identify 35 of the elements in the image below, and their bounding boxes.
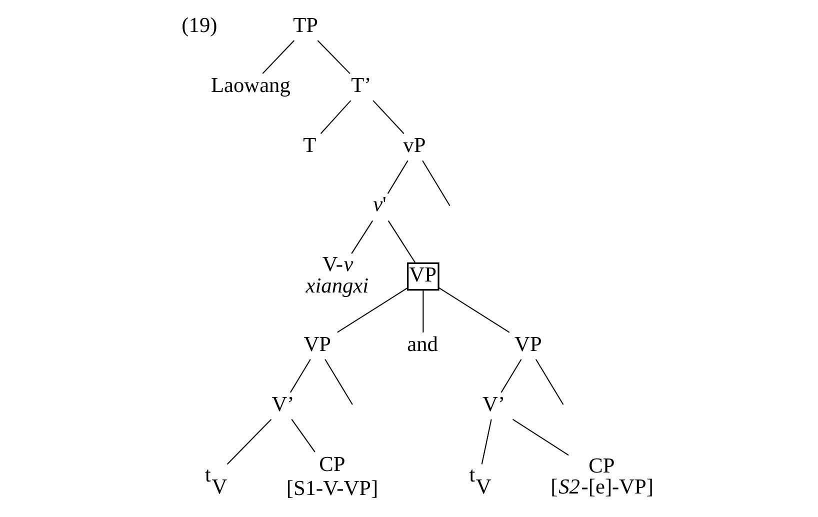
connector xyxy=(512,418,568,456)
node-text: CP [S2-[e]-VP] xyxy=(550,453,654,499)
connector xyxy=(438,287,510,333)
node-text: v' xyxy=(372,192,386,216)
node-text: V’ xyxy=(482,392,505,416)
node-text: T’ xyxy=(350,73,371,98)
node-text: Laowang xyxy=(210,73,290,98)
connector xyxy=(387,220,416,264)
node-text: and xyxy=(406,332,438,356)
connector xyxy=(372,100,404,134)
connector xyxy=(500,359,522,393)
connector xyxy=(534,359,564,405)
connector xyxy=(290,419,315,452)
connector xyxy=(316,40,350,74)
connector xyxy=(336,287,408,333)
connector xyxy=(422,160,450,206)
connector xyxy=(226,418,272,465)
node-text: V’ xyxy=(271,392,294,416)
node-text: VP xyxy=(514,332,542,356)
node-text: VP xyxy=(303,332,331,356)
connector xyxy=(386,160,408,194)
connector xyxy=(262,40,294,74)
connector xyxy=(324,359,352,405)
label: (19) xyxy=(181,13,217,38)
node-text: CP [S1-V-VP] xyxy=(286,452,378,500)
node-box: VP xyxy=(406,262,439,291)
connector xyxy=(480,419,492,464)
connector xyxy=(320,100,351,134)
connector xyxy=(289,359,310,393)
connector xyxy=(350,220,373,254)
node-text: T xyxy=(302,133,316,158)
node-text: TP xyxy=(292,13,318,38)
node-text: V-v xiangxi xyxy=(305,252,368,298)
node-text: vP xyxy=(402,133,426,158)
connector xyxy=(422,290,424,332)
